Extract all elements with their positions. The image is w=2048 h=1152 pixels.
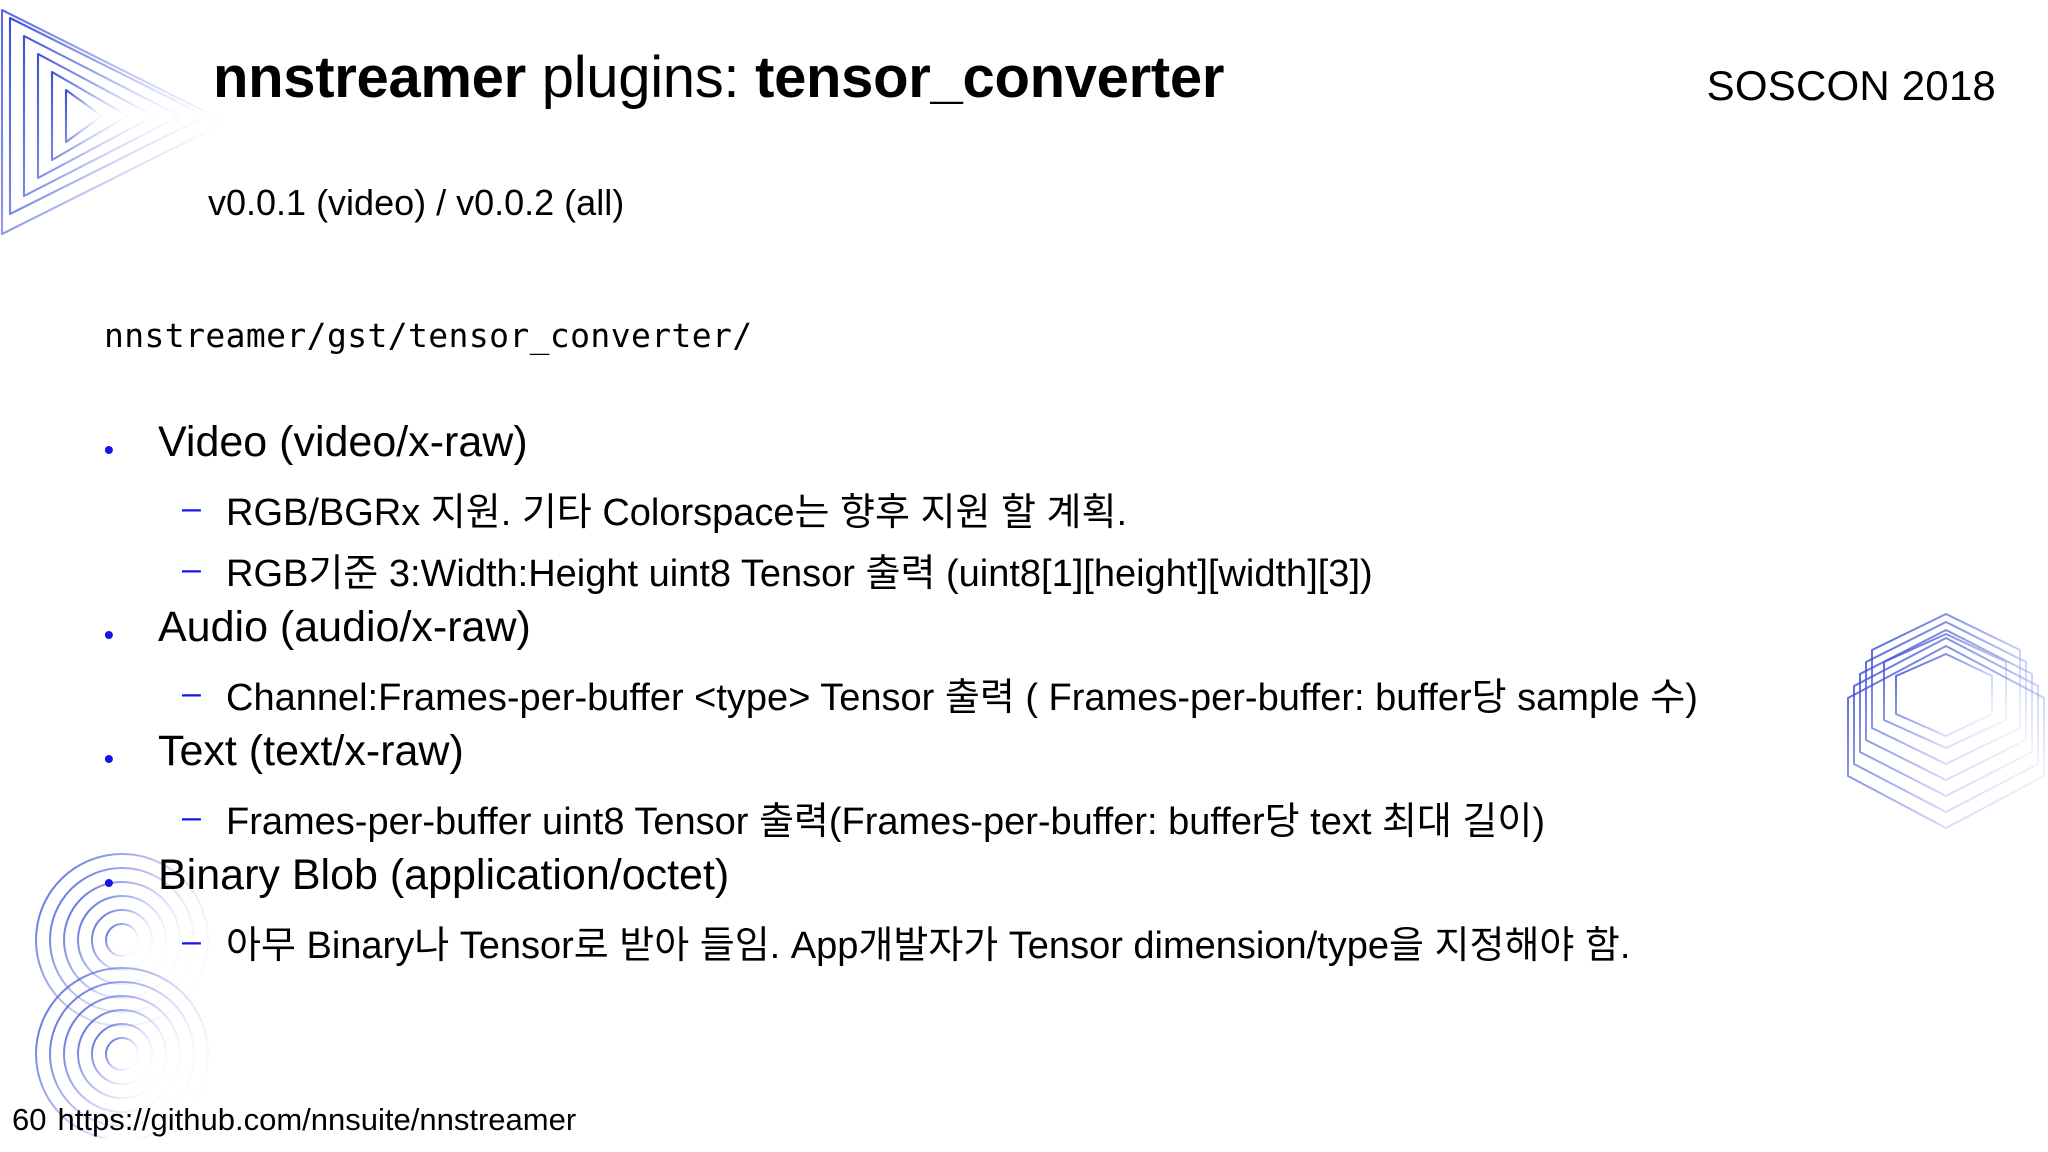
bullet-item: • Binary Blob (application/octet)	[0, 851, 2048, 914]
sub-bullet-text: RGB/BGRx 지원. 기타 Colorspace는 향후 지원 할 계획.	[226, 492, 1127, 534]
page-number: 60	[12, 1102, 47, 1137]
dash-marker-icon: –	[182, 489, 201, 527]
footer: 60 https://github.com/nnsuite/nnstreamer	[12, 1102, 576, 1138]
sub-bullet-item: –아무 Binary나 Tensor로 받아 들임. App개발자가 Tenso…	[0, 914, 2048, 975]
bullet-item: • Video (video/x-raw)	[0, 418, 2048, 481]
page-title: nnstreamer plugins: tensor_converter	[213, 45, 1225, 110]
conference-label: SOSCON 2018	[1706, 62, 1996, 109]
bullet-list: •Video (video/x-raw)–RGB/BGRx 지원. 기타 Col…	[0, 418, 2048, 975]
bullet-text: Video (video/x-raw)	[158, 418, 528, 466]
bullet-marker-icon: •	[104, 434, 114, 465]
title-plugin-name: tensor_converter	[755, 45, 1225, 110]
sub-bullet-item: –Channel:Frames-per-buffer <type> Tensor…	[0, 666, 2048, 727]
sub-bullet-item: –RGB기준 3:Width:Height uint8 Tensor 출력 (u…	[0, 542, 2048, 603]
title-separator-text: plugins:	[525, 45, 756, 110]
version-subtitle: v0.0.1 (video) / v0.0.2 (all)	[208, 182, 625, 223]
bullet-text: Binary Blob (application/octet)	[158, 851, 730, 899]
bullet-marker-icon: •	[104, 619, 114, 650]
dash-marker-icon: –	[182, 674, 201, 712]
bullet-text: Audio (audio/x-raw)	[158, 603, 531, 651]
title-product-name: nnstreamer	[213, 45, 526, 110]
bullet-marker-icon: •	[104, 867, 114, 898]
sub-bullet-text: RGB기준 3:Width:Height uint8 Tensor 출력 (ui…	[226, 553, 1373, 595]
bullet-marker-icon: •	[104, 743, 114, 774]
sub-bullet-item: –RGB/BGRx 지원. 기타 Colorspace는 향후 지원 할 계획.	[0, 481, 2048, 542]
bullet-item: • Audio (audio/x-raw)	[0, 603, 2048, 666]
bullet-item: • Text (text/x-raw)	[0, 727, 2048, 790]
sub-bullet-text: Channel:Frames-per-buffer <type> Tensor …	[226, 677, 1698, 719]
source-path-text: nnstreamer/gst/tensor_converter/	[104, 316, 753, 355]
sub-bullet-text: 아무 Binary나 Tensor로 받아 들임. App개발자가 Tensor…	[226, 925, 1631, 967]
dash-marker-icon: –	[182, 550, 201, 588]
sub-bullet-item: –Frames-per-buffer uint8 Tensor 출력(Frame…	[0, 790, 2048, 851]
bullet-text: Text (text/x-raw)	[158, 727, 464, 775]
footer-url[interactable]: https://github.com/nnsuite/nnstreamer	[57, 1102, 577, 1137]
dash-marker-icon: –	[182, 922, 201, 960]
sub-bullet-text: Frames-per-buffer uint8 Tensor 출력(Frames…	[226, 801, 1545, 843]
triangle-play-logo-icon	[0, 8, 224, 236]
dash-marker-icon: –	[182, 798, 201, 836]
